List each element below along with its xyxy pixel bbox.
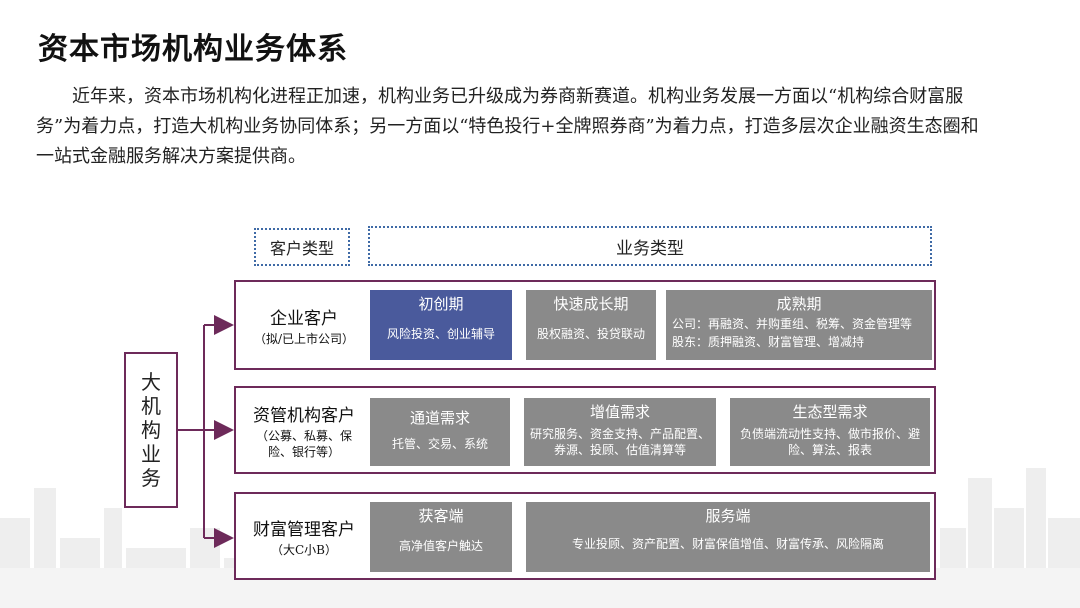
cell-startup-stage: 初创期 风险投资、创业辅导 xyxy=(370,290,512,360)
customer-type-header: 客户类型 xyxy=(254,228,350,266)
row-label: 财富管理客户 （大C小B） xyxy=(236,494,372,578)
root-char: 机 xyxy=(141,394,161,418)
cell-title: 快速成长期 xyxy=(553,295,629,313)
cell-title: 成熟期 xyxy=(776,295,822,313)
root-char: 大 xyxy=(141,370,161,394)
cell-desc: 高净值客户触达 xyxy=(398,539,483,553)
page-title: 资本市场机构业务体系 xyxy=(38,32,348,67)
cell-mature-stage: 成熟期 公司：再融资、并购重组、税筹、资金管理等 股东：质押融资、财富管理、增减… xyxy=(666,290,932,360)
cell-desc: 公司：再融资、并购重组、税筹、资金管理等 xyxy=(672,317,913,331)
business-type-header-label: 业务类型 xyxy=(616,238,684,259)
row-name: 企业客户 xyxy=(270,308,338,329)
row-label: 企业客户 （拟/已上市公司） xyxy=(236,282,372,368)
city-skyline-background xyxy=(0,468,1080,608)
cell-service-side: 服务端 专业投顾、资产配置、财富保值增值、财富传承、风险隔离 xyxy=(526,502,930,572)
cell-channel-demand: 通道需求 托管、交易、系统 xyxy=(370,398,510,466)
row-subtitle: 险、银行等） xyxy=(267,444,340,459)
cell-desc: 股东：质押融资、财富管理、增减持 xyxy=(672,335,865,349)
cell-desc: 风险投资、创业辅导 xyxy=(386,327,495,341)
cell-desc: 专业投顾、资产配置、财富保值增值、财富传承、风险隔离 xyxy=(571,537,884,551)
row-subtitle: （大C小B） xyxy=(270,542,337,557)
row-asset-management-clients: 资管机构客户 （公募、私募、保 险、银行等） 通道需求 托管、交易、系统 增值需… xyxy=(234,386,936,474)
cell-title: 通道需求 xyxy=(409,409,470,427)
institutional-business-root: 大 机 构 业 务 xyxy=(124,352,178,508)
cell-title: 生态型需求 xyxy=(792,403,868,421)
cell-title: 获客端 xyxy=(418,507,464,525)
cell-desc: 研究服务、资金支持、产品配置、券源、投顾、估值清算等 xyxy=(530,427,711,457)
business-type-header: 业务类型 xyxy=(368,226,932,266)
cell-title: 服务端 xyxy=(705,507,751,525)
root-char: 业 xyxy=(141,442,161,466)
cell-growth-stage: 快速成长期 股权融资、投贷联动 xyxy=(526,290,656,360)
row-name: 资管机构客户 xyxy=(253,405,355,426)
cell-title: 初创期 xyxy=(418,295,464,313)
row-enterprise-clients: 企业客户 （拟/已上市公司） 初创期 风险投资、创业辅导 快速成长期 股权融资、… xyxy=(234,280,936,370)
intro-paragraph: 近年来，资本市场机构化进程正加速，机构业务已升级成为券商新赛道。机构业务发展一方… xyxy=(36,86,979,167)
cell-acquisition-side: 获客端 高净值客户触达 xyxy=(370,502,512,572)
row-subtitle: （公募、私募、保 xyxy=(255,428,352,443)
cell-desc: 负债端流动性支持、做市报价、避险、算法、报表 xyxy=(739,427,920,457)
row-name: 财富管理客户 xyxy=(253,519,355,540)
cell-title: 增值需求 xyxy=(589,403,650,421)
root-char: 务 xyxy=(141,466,161,490)
root-char: 构 xyxy=(141,418,161,442)
customer-type-header-label: 客户类型 xyxy=(269,239,334,258)
cell-ecosystem-demand: 生态型需求 负债端流动性支持、做市报价、避险、算法、报表 xyxy=(730,398,930,466)
row-label: 资管机构客户 （公募、私募、保 险、银行等） xyxy=(236,388,372,472)
cell-desc: 托管、交易、系统 xyxy=(391,437,488,451)
row-subtitle: （拟/已上市公司） xyxy=(253,331,355,346)
row-wealth-management-clients: 财富管理客户 （大C小B） 获客端 高净值客户触达 服务端 专业投顾、资产配置、… xyxy=(234,492,936,580)
cell-value-added-demand: 增值需求 研究服务、资金支持、产品配置、券源、投顾、估值清算等 xyxy=(524,398,716,466)
cell-desc: 股权融资、投贷联动 xyxy=(536,327,645,341)
